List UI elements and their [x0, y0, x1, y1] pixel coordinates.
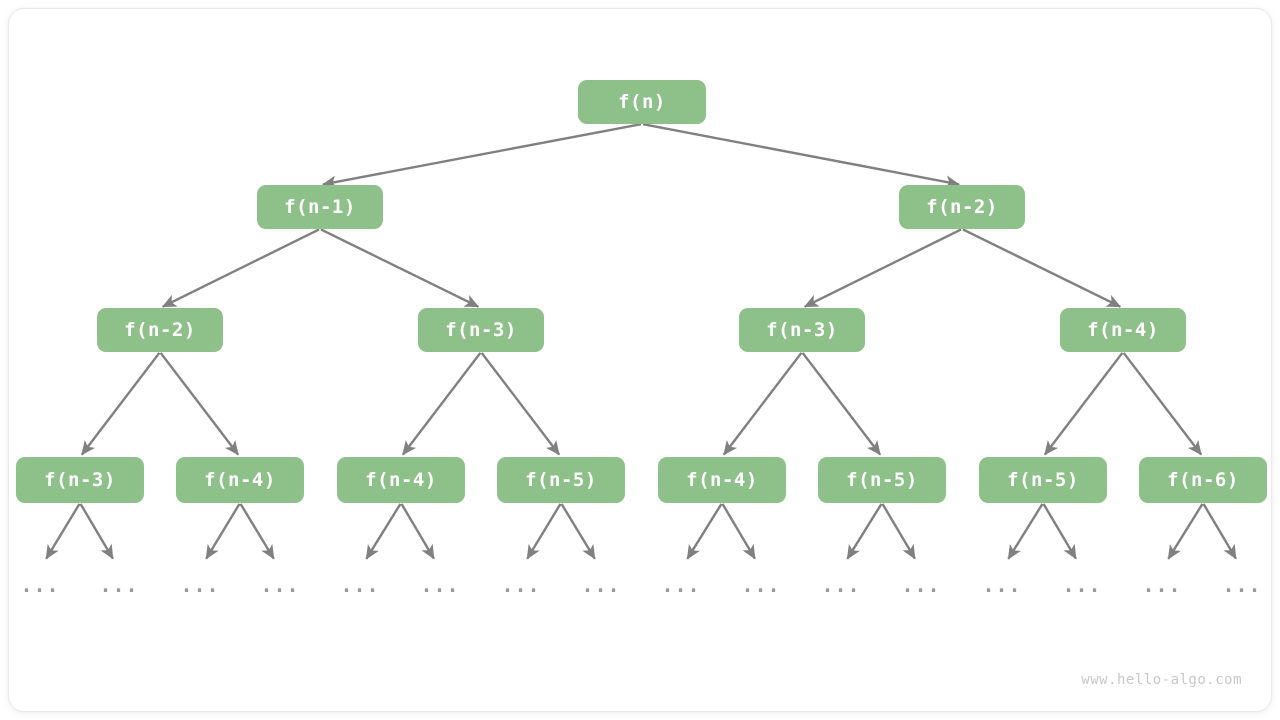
- tree-node-n12[interactable]: f(n-5): [818, 457, 946, 503]
- tree-node-n1[interactable]: f(n-1): [257, 185, 383, 229]
- ellipsis-marker: ...: [821, 573, 861, 597]
- ellipsis-marker: ...: [260, 573, 300, 597]
- tree-node-n9[interactable]: f(n-4): [337, 457, 465, 503]
- tree-node-n10[interactable]: f(n-5): [497, 457, 625, 503]
- tree-node-n5[interactable]: f(n-3): [739, 308, 865, 352]
- ellipsis-marker: ...: [1222, 573, 1262, 597]
- ellipsis-marker: ...: [1142, 573, 1182, 597]
- tree-node-n2[interactable]: f(n-2): [899, 185, 1025, 229]
- ellipsis-marker: ...: [1062, 573, 1102, 597]
- ellipsis-marker: ...: [340, 573, 380, 597]
- ellipsis-marker: ...: [20, 573, 60, 597]
- ellipsis-marker: ...: [982, 573, 1022, 597]
- tree-node-n6[interactable]: f(n-4): [1060, 308, 1186, 352]
- tree-node-n3[interactable]: f(n-2): [97, 308, 223, 352]
- ellipsis-marker: ...: [420, 573, 460, 597]
- ellipsis-marker: ...: [661, 573, 701, 597]
- tree-node-n4[interactable]: f(n-3): [418, 308, 544, 352]
- ellipsis-marker: ...: [99, 573, 139, 597]
- tree-node-n13[interactable]: f(n-5): [979, 457, 1107, 503]
- tree-node-n11[interactable]: f(n-4): [658, 457, 786, 503]
- tree-node-n7[interactable]: f(n-3): [16, 457, 144, 503]
- ellipsis-marker: ...: [501, 573, 541, 597]
- ellipsis-marker: ...: [741, 573, 781, 597]
- tree-node-n14[interactable]: f(n-6): [1139, 457, 1267, 503]
- ellipsis-marker: ...: [901, 573, 941, 597]
- tree-node-n0[interactable]: f(n): [578, 80, 706, 124]
- tree-node-n8[interactable]: f(n-4): [176, 457, 304, 503]
- ellipsis-marker: ...: [180, 573, 220, 597]
- watermark: www.hello-algo.com: [1081, 672, 1242, 688]
- ellipsis-marker: ...: [581, 573, 621, 597]
